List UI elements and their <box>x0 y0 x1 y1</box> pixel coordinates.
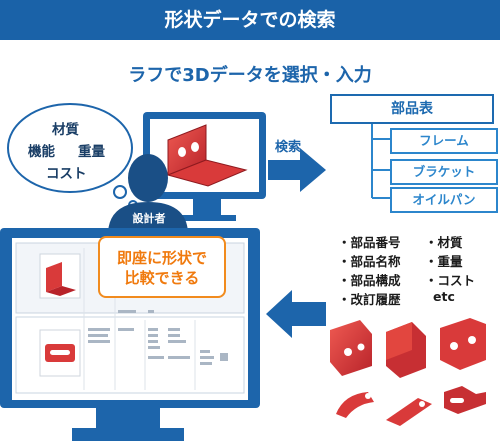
result-parts <box>330 318 486 426</box>
designer-figure <box>108 154 188 232</box>
attribute-etc: etc <box>433 289 455 304</box>
page-title: 形状データでの検索 <box>0 0 500 40</box>
parts-list-root: 部品表 <box>330 94 494 124</box>
attribute-weight-2: ・重量 <box>425 254 463 269</box>
designer-monitor <box>143 112 266 221</box>
attribute-cost-2: ・コスト <box>425 273 476 288</box>
search-arrow <box>268 148 326 192</box>
attribute-function: 機能 <box>28 144 55 160</box>
attribute-cost: コスト <box>46 166 87 182</box>
parts-list-item-bracket: ブラケット <box>390 159 498 185</box>
attribute-material: 材質 <box>52 122 79 138</box>
attribute-weight: 重量 <box>78 144 105 160</box>
return-arrow <box>266 290 326 338</box>
attribute-material-2: ・材質 <box>425 235 463 250</box>
designer-label: 設計者 <box>132 212 166 225</box>
parts-list-item-oil-pan: オイルパン <box>390 187 498 213</box>
bracket-3d-part <box>166 124 248 187</box>
search-label: 検索 <box>275 140 302 155</box>
parts-list-item-frame: フレーム <box>390 128 498 154</box>
comparison-callout: 即座に形状で 比較できる <box>98 236 226 298</box>
attribute-part-name: ・部品名称 <box>338 254 401 269</box>
subtitle: ラフで3Dデータを選択・入力 <box>128 65 372 86</box>
attribute-part-number: ・部品番号 <box>338 235 401 250</box>
attribute-revision-history: ・改訂履歴 <box>338 292 401 307</box>
callout-line-2: 比較できる <box>124 269 200 287</box>
callout-line-1: 即座に形状で <box>116 249 207 267</box>
attribute-part-structure: ・部品構成 <box>338 273 401 288</box>
tree-connectors <box>371 122 390 199</box>
